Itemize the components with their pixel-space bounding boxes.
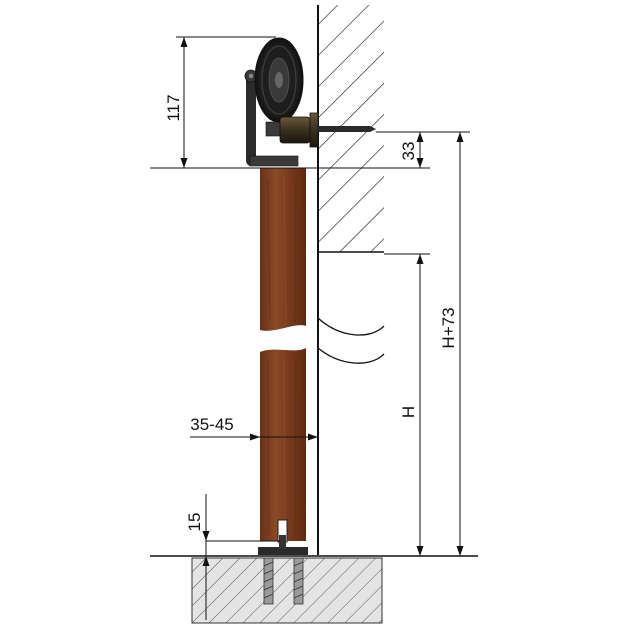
floor-block: [191, 557, 383, 624]
hanger-strap: [244, 69, 299, 167]
wall-bolt: [265, 112, 376, 148]
label-hanger-height: 117: [164, 94, 183, 121]
label-total-height: H+73: [439, 307, 458, 348]
label-door-thickness: 35-45: [190, 415, 233, 434]
floor-guide: [258, 535, 308, 605]
door-lower: [260, 348, 306, 543]
label-floor-gap: 15: [185, 513, 204, 532]
roller-wheel: [254, 37, 304, 123]
label-bolt-offset: 33: [399, 142, 418, 161]
dimension-arrows: [180, 37, 464, 566]
label-door-height: H: [399, 406, 418, 418]
dimension-lines: [150, 36, 470, 620]
door-upper: [260, 168, 306, 331]
break-mark: [317, 317, 385, 364]
